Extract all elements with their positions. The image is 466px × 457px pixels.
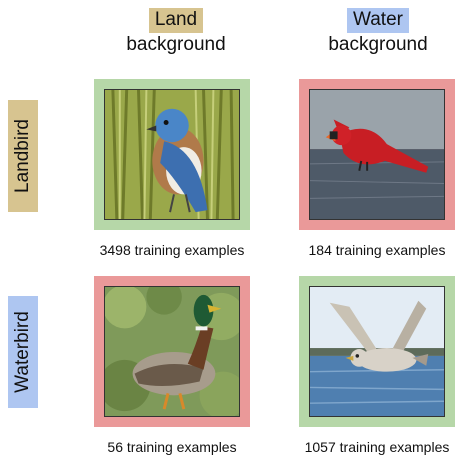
bird-photo (309, 286, 445, 417)
caption-training-count: 3498 training examples (99, 242, 245, 258)
caption-training-count: 1057 training examples (304, 439, 450, 455)
row-label-landbird: Landbird (12, 119, 34, 193)
row-header-waterbird: Waterbird (8, 296, 38, 408)
bird-photo (104, 286, 240, 417)
column-label-water: background (328, 34, 428, 55)
column-tag-water: Water (347, 8, 409, 33)
column-label-land: background (126, 34, 226, 55)
bird-photo (104, 89, 240, 220)
column-header-water: Water background (288, 8, 466, 56)
caption-training-count: 184 training examples (308, 242, 446, 258)
caption-training-count: 56 training examples (107, 439, 237, 455)
cell-waterbird-land: 56 training examples (94, 276, 250, 455)
column-tag-land: Land (148, 8, 204, 33)
column-header-land: Land background (86, 8, 266, 56)
row-label-waterbird: Waterbird (12, 311, 33, 393)
cell-waterbird-water: 1057 training examples (299, 276, 455, 455)
cell-landbird-land: 3498 training examples (94, 79, 250, 258)
row-header-landbird: Landbird (8, 100, 38, 212)
cell-landbird-water: 184 training examples (299, 79, 455, 258)
bird-photo (309, 89, 445, 220)
